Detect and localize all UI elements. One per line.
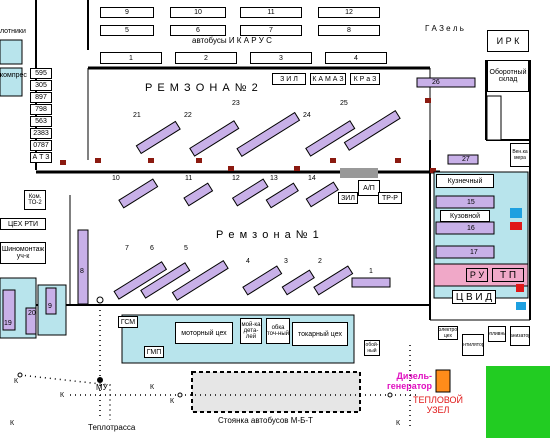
cvid-box: Ц В И Д (452, 290, 496, 304)
lift-21-num: 21 (133, 112, 141, 119)
teplotrassa-label: Теплотрасса (88, 423, 136, 432)
kuzovnoy-shop: Кузовной (440, 210, 490, 222)
bay-5: 5 (100, 25, 154, 36)
teplovoy-label: ТЕПЛОВОЙ УЗЕЛ (412, 395, 464, 415)
diesel-label: Дизель- генератор (387, 371, 432, 391)
room-2383: 2383 (30, 128, 52, 139)
bay-1: 1 (100, 52, 162, 64)
lift-8-num: 8 (80, 268, 84, 275)
gazel-label: Г А З е л ь (425, 24, 464, 33)
lift-6-num: 6 (150, 245, 154, 252)
kom-to2: Ком. ТО-2 (24, 190, 46, 210)
turnover-store: Оборотный склад (487, 60, 529, 92)
bay-6: 6 (170, 25, 226, 36)
lift-5-num: 5 (184, 245, 188, 252)
lift-12-num: 12 (232, 175, 240, 182)
bay-4: 4 (325, 52, 387, 64)
obkatka-shop: обка точ-ный (266, 318, 290, 344)
bay-3: 3 (250, 52, 312, 64)
kuznechny-shop: Кузнечный (436, 174, 494, 188)
top-left-label: лотники (0, 28, 26, 35)
vulcan-room: вулканизаторный (510, 326, 530, 346)
lift-13-num: 13 (270, 175, 278, 182)
lift-10-num: 10 (112, 175, 120, 182)
parking-label: Стоянка автобусов М-Б-Т (218, 416, 313, 425)
zone1-title: Р е м з о н а № 1 (216, 229, 320, 241)
tyre-shop: Шиномонтаж уч-к (0, 242, 46, 264)
compressor-label: компрес (0, 72, 27, 79)
zil-box: З И Л (272, 73, 306, 85)
room-897: 897 (30, 92, 52, 103)
bay-11: 11 (240, 7, 302, 18)
lift-16-num: 16 (467, 225, 475, 232)
k-label-3: К (60, 392, 65, 399)
kraz-box: К Р а З (350, 73, 380, 85)
lift-7-num: 7 (125, 245, 129, 252)
lift-4-num: 4 (246, 258, 250, 265)
lift-11-num: 11 (185, 175, 193, 182)
lift-17-num: 17 (470, 249, 478, 256)
lift-14-num: 14 (308, 175, 316, 182)
tokar-shop: токарный цех (292, 322, 348, 346)
lift-24-num: 24 (303, 112, 311, 119)
lift-25-num: 25 (340, 100, 348, 107)
small-trr: ТР-Р (378, 192, 402, 204)
kamaz-box: К А М А З (310, 73, 346, 85)
k-label-6: К (396, 420, 401, 427)
room-305: 305 (30, 80, 52, 91)
bay-10: 10 (170, 7, 226, 18)
tp-box: Т П (492, 268, 524, 282)
zone2-title: Р Е М З О Н А № 2 (145, 82, 259, 94)
mu-label: МУ (96, 383, 108, 392)
small-ap: А/П (358, 180, 380, 196)
lift-23-num: 23 (232, 100, 240, 107)
lift-15-num: 15 (467, 199, 475, 206)
bay-9: 9 (100, 7, 154, 18)
bay-2: 2 (175, 52, 237, 64)
irk-box: И Р К (487, 30, 529, 52)
bus-label: автобусы И К А Р У С (192, 36, 272, 45)
motor-shop: моторный цех (175, 322, 233, 344)
lift-26-num: 26 (432, 79, 440, 86)
k-label-5: К (10, 420, 15, 427)
room-595: 595 (30, 68, 52, 79)
k-label-1: К (14, 378, 19, 385)
gmp-box: ГМП (144, 346, 164, 358)
room-0787: 0787 (30, 140, 52, 151)
vent-chamber: Вен.ка мера (510, 143, 530, 167)
lift-1-num: 1 (369, 268, 373, 275)
oboy-shop: обой-ный (364, 340, 380, 356)
vent-room: вентиляторы (462, 334, 484, 356)
shc-rti: ЦЕХ РТИ (0, 218, 46, 230)
ru-box: Р У (466, 268, 488, 282)
k-label-2: К (150, 384, 155, 391)
lift-2-num: 2 (318, 258, 322, 265)
bay-8: 8 (318, 25, 380, 36)
moyka-shop: мой-ка дета-лей (240, 318, 262, 344)
room-atz: А Т З (30, 152, 52, 163)
small-zil: ЗИЛ (338, 192, 358, 204)
bay-7: 7 (240, 25, 302, 36)
electro-shop: электро цех (438, 326, 458, 340)
gsm-box: ГСМ (118, 316, 138, 328)
lift-22-num: 22 (184, 112, 192, 119)
fuel-room: топливный (488, 326, 506, 342)
room-563: 563 (30, 116, 52, 127)
lift-19-num: 19 (4, 320, 12, 327)
bay-12: 12 (318, 7, 380, 18)
lift-20-num: 20 (28, 310, 36, 317)
k-label-4: К (170, 398, 175, 405)
lift-9-num: 9 (48, 303, 52, 310)
room-798: 798 (30, 104, 52, 115)
lift-3-num: 3 (284, 258, 288, 265)
lift-27-num: 27 (462, 156, 470, 163)
